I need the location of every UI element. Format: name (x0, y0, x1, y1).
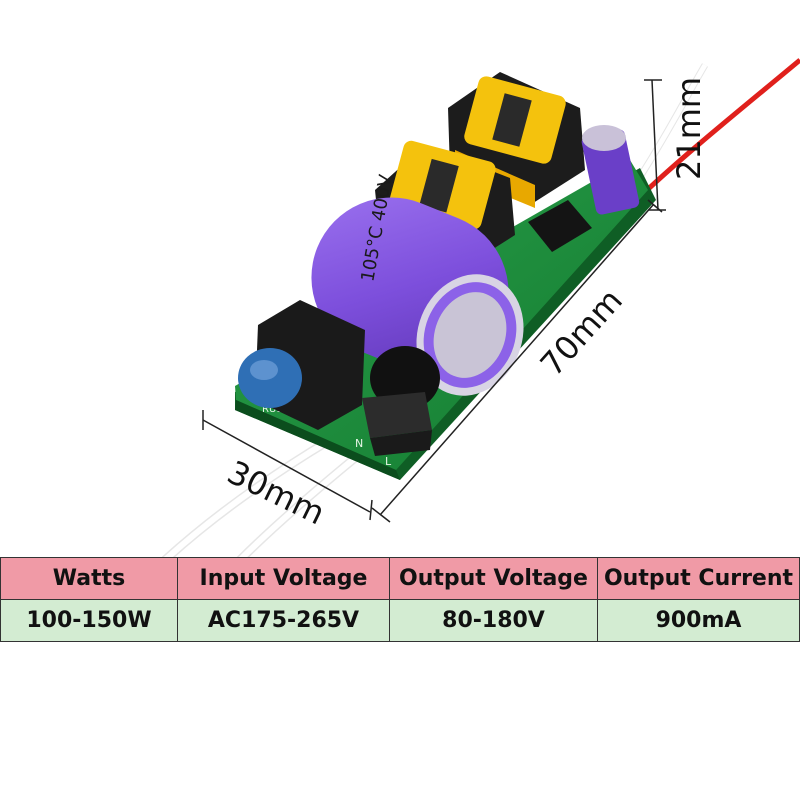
spec-table-header-row: Watts Input Voltage Output Voltage Outpu… (0, 557, 800, 600)
value-input-voltage: AC175-265V (177, 599, 390, 642)
header-output-voltage: Output Voltage (389, 557, 598, 600)
input-wires (161, 436, 358, 560)
fuse (362, 392, 432, 456)
header-watts: Watts (0, 557, 178, 600)
red-wire (643, 58, 800, 194)
output-wires (635, 58, 800, 194)
board-label-ru1: RU1 (262, 404, 283, 415)
product-photo: L N RU1 105°C 400V (161, 58, 800, 560)
spec-table: Watts Input Voltage Output Voltage Outpu… (0, 557, 800, 642)
dimension-21mm: 21mm (644, 77, 708, 211)
dimension-height-label: 21mm (670, 77, 708, 180)
value-output-current: 900mA (597, 599, 800, 642)
board-label-l: L (385, 455, 392, 468)
header-input-voltage: Input Voltage (177, 557, 390, 600)
varistor (238, 348, 302, 408)
board-label-n: N (355, 437, 363, 450)
small-capacitor (581, 125, 640, 215)
value-output-voltage: 80-180V (389, 599, 598, 642)
spec-table-value-row: 100-150W AC175-265V 80-180V 900mA (0, 599, 800, 642)
header-output-current: Output Current (597, 557, 800, 600)
ic-chip (528, 200, 592, 252)
value-watts: 100-150W (0, 599, 178, 642)
